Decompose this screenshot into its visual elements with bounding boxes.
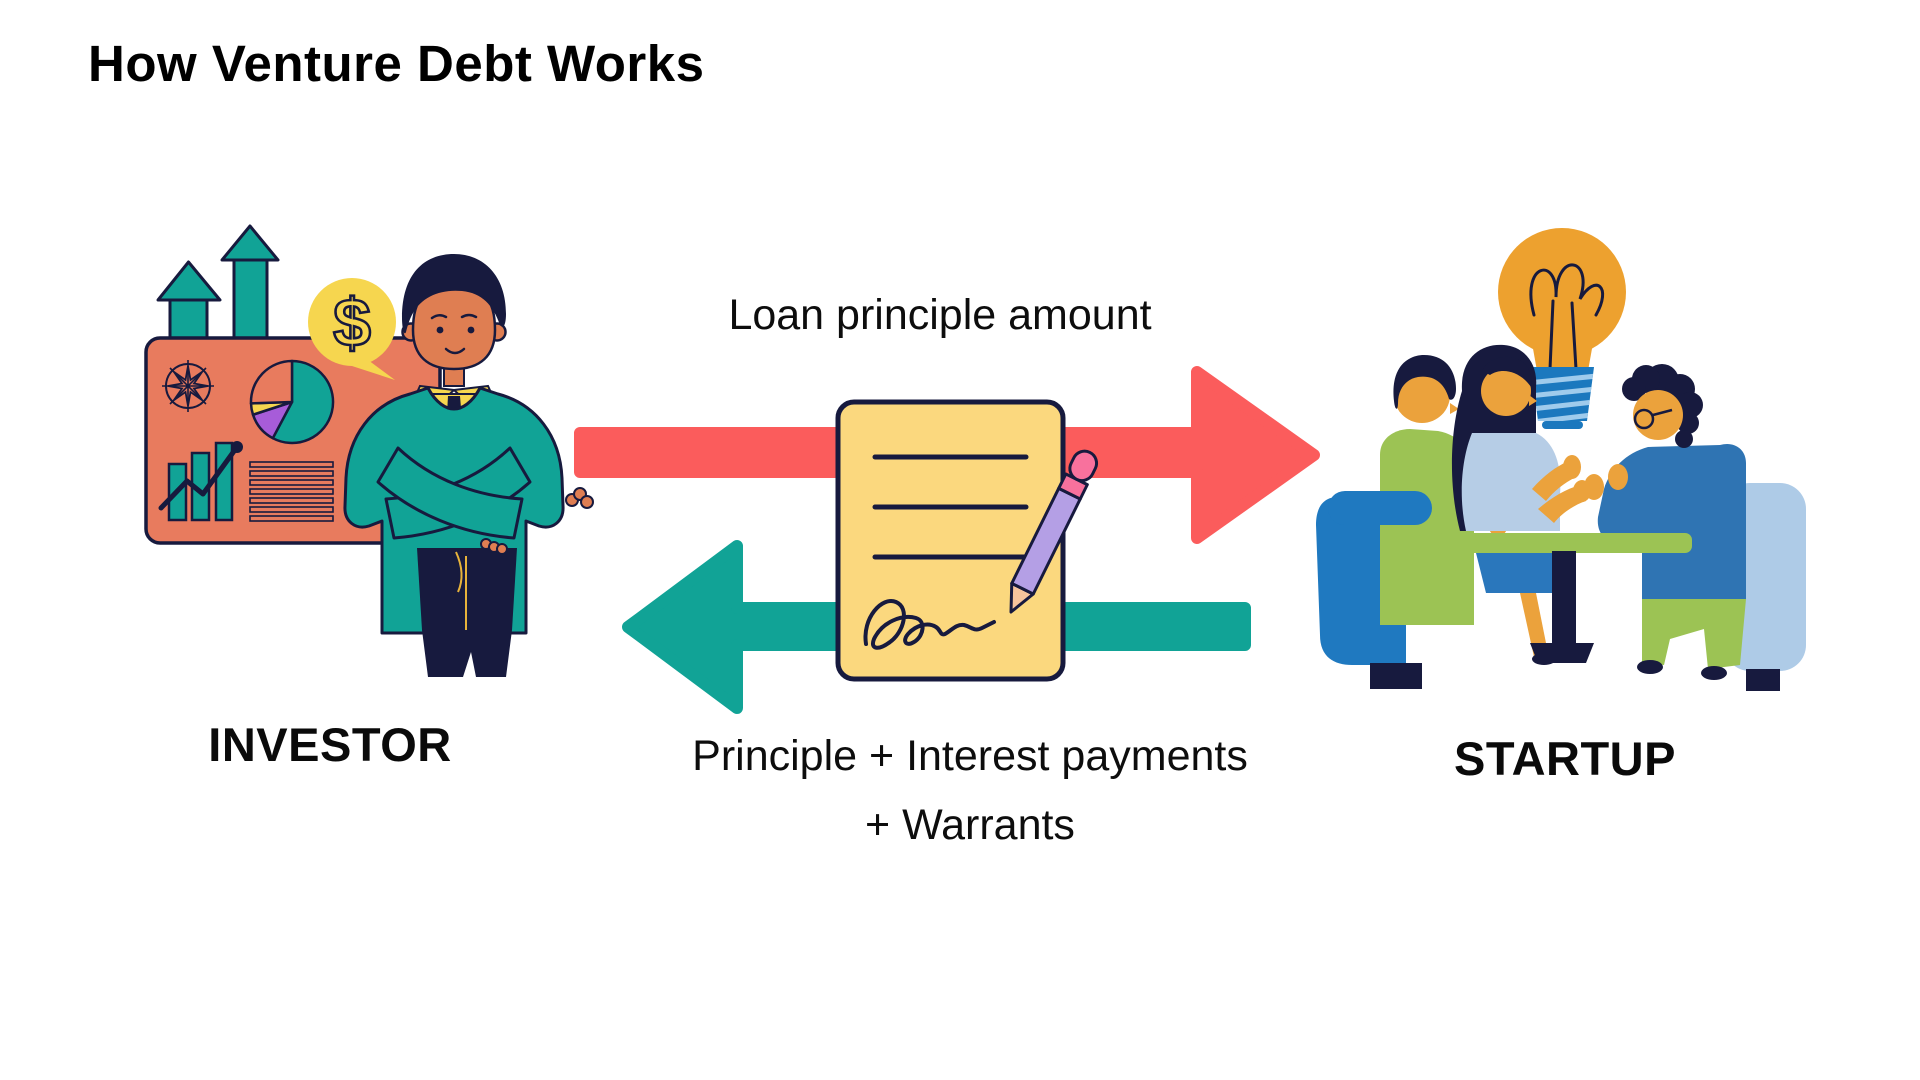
founder-middle-figure — [1451, 344, 1591, 665]
pants — [1642, 599, 1746, 669]
lightbulb-icon — [1498, 228, 1626, 429]
signature-icon — [863, 599, 996, 650]
trousers — [417, 548, 517, 677]
founder-left-figure — [1316, 355, 1507, 689]
pencil-icon — [1009, 449, 1099, 614]
glasses-icon — [1633, 408, 1655, 430]
compass-icon — [162, 360, 214, 412]
bar-chart-icon — [158, 441, 243, 522]
repayment-label-line1: Principle + Interest payments — [692, 732, 1248, 780]
investor-figure — [343, 254, 594, 677]
skirt — [1476, 553, 1564, 593]
investor-label: INVESTOR — [208, 718, 452, 771]
text-lines-icon — [249, 461, 334, 522]
growth-arrows-icon — [156, 224, 280, 352]
dollar-speech-bubble-icon: $ — [308, 278, 396, 380]
dollar-sign: $ — [333, 285, 371, 361]
repayment-arrow-label: Principle + Interest payments + Warrants — [650, 722, 1290, 860]
startup-label: STARTUP — [1454, 732, 1676, 785]
startup-illustration — [1316, 228, 1806, 691]
loan-arrow-label: Loan principle amount — [728, 291, 1152, 339]
meeting-table-icon — [1438, 533, 1692, 663]
founder-right-figure — [1584, 364, 1806, 691]
contract-document-icon — [835, 399, 1099, 682]
repayment-label-line2: + Warrants — [865, 801, 1075, 849]
pie-chart-icon — [249, 359, 335, 445]
page-title: How Venture Debt Works — [88, 35, 705, 92]
investor-illustration: $ — [144, 224, 594, 677]
